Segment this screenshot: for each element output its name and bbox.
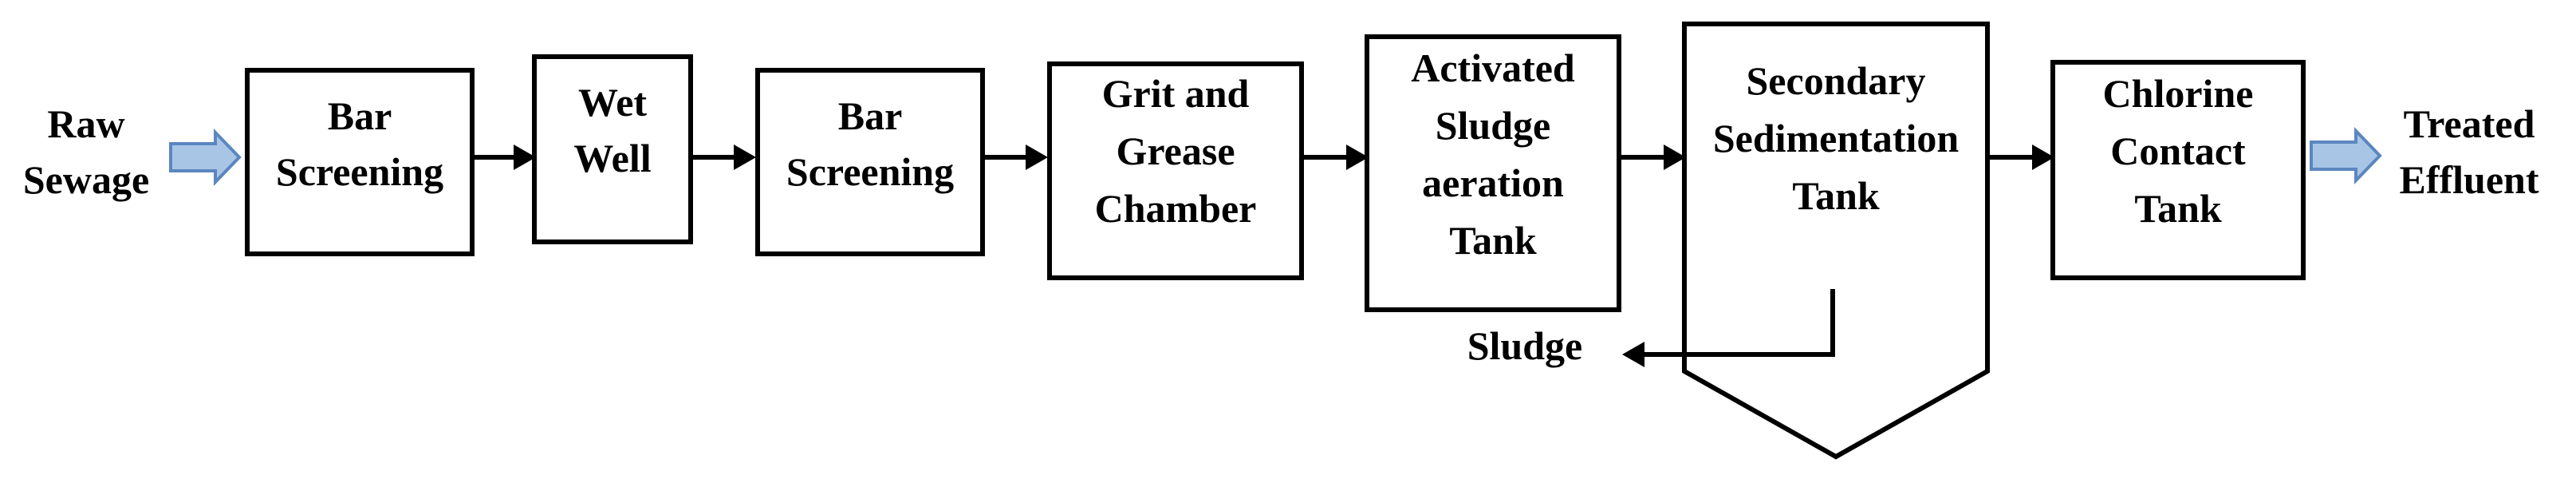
step-chlorine-contact-tank: Chlorine Contact Tank [2050,60,2306,280]
step-box [245,68,475,256]
flow-arrow [983,145,1048,170]
step-label-line: Screening [276,149,443,194]
step-label-line: Bar [838,93,903,138]
step-label-line: Sedimentation [1713,116,1960,160]
treated-effluent-label-line: Treated [2404,101,2535,146]
step-box [2050,60,2306,280]
step-box [1047,61,1304,280]
step-wet-well: Wet Well [532,54,693,244]
step-label-line: Tank [1792,173,1880,218]
raw-sewage-label-line: Raw [47,101,124,146]
sedimentation-tank-shape [1682,22,1990,460]
step-label-line: Tank [2134,186,2222,231]
input-flow-arrow [169,129,242,186]
flow-arrow [1987,145,2054,170]
step-label-line: Screening [786,149,954,194]
step-label-line: Grit and [1102,71,1250,116]
step-label-line: Grease [1116,129,1235,173]
step-bar-screening-2: Bar Screening [755,68,985,256]
step-label-line: Activated [1411,46,1575,90]
step-label-line: aeration [1422,160,1564,205]
step-grit-grease-chamber: Grit and Grease Chamber [1047,61,1304,280]
flow-arrow [472,145,536,170]
step-bar-screening-1: Bar Screening [245,68,475,256]
output-flow-arrow [2310,127,2382,184]
treated-effluent-label: Treated Effluent [2400,101,2539,202]
step-label-line: Chamber [1095,186,1257,231]
step-label-line: Contact [2110,129,2246,173]
flow-arrow [1619,145,1686,170]
flow-arrow [691,145,756,170]
treated-effluent-label-line: Effluent [2400,157,2539,202]
step-label-line: Sludge [1436,103,1551,148]
step-box [1365,34,1621,312]
step-activated-sludge-tank: Activated Sludge aeration Tank [1365,34,1621,312]
step-label-line: Chlorine [2103,71,2254,116]
raw-sewage-label: Raw Sewage [23,101,149,202]
step-label-line: Tank [1449,218,1537,263]
step-box [755,68,985,256]
step-secondary-sedimentation-tank: Secondary Sedimentation Tank [1682,22,1990,460]
step-label-line: Well [573,136,651,180]
step-box [532,54,693,244]
step-label-line: Wet [578,80,647,125]
raw-sewage-label-line: Sewage [23,157,149,202]
flow-arrow [1302,145,1369,170]
step-label-line: Bar [328,93,392,138]
step-label-line: Secondary [1747,58,1926,103]
sludge-outflow-arrow [1622,289,1835,367]
sludge-label: Sludge [1467,323,1583,368]
